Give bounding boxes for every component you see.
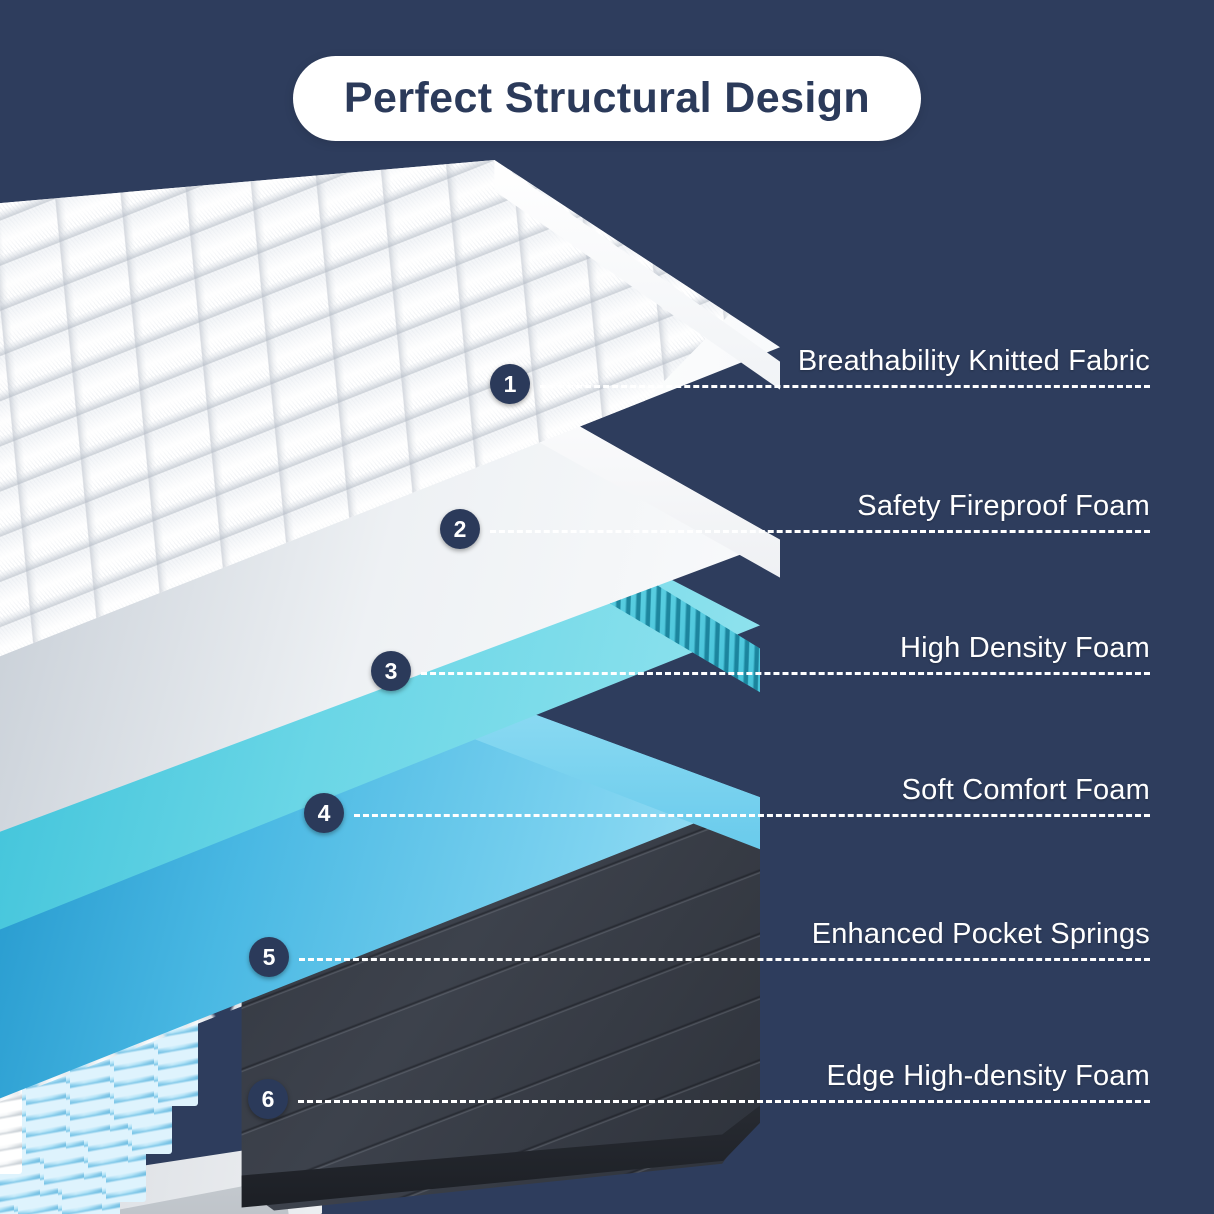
callout-4-label: Soft Comfort Foam [901,774,1150,806]
layer-badge-6-number: 6 [261,1085,275,1112]
title-pill: Perfect Structural Design [293,56,921,141]
callout-6: Edge High-density Foam [298,1045,1150,1103]
layer-badge-2-number: 2 [453,515,467,542]
callout-4: Soft Comfort Foam [354,759,1150,817]
callout-3: High Density Foam [421,617,1150,675]
layer-badge-1[interactable]: 1 [490,364,530,404]
callout-5-label: Enhanced Pocket Springs [811,918,1150,950]
callout-3-dashed-line [421,672,1150,675]
page-title: Perfect Structural Design [343,74,871,122]
callout-5-dashed-line [299,958,1150,961]
callout-1-label: Breathability Knitted Fabric [797,345,1150,377]
knitted-fabric-top [0,160,780,680]
callout-2-dashed-line [490,530,1150,533]
callout-5: Enhanced Pocket Springs [299,903,1150,961]
layer-badge-1-number: 1 [503,370,517,397]
callout-1: Breathability Knitted Fabric [540,330,1150,388]
callout-3-label: High Density Foam [900,632,1150,664]
layer-badge-4-number: 4 [317,799,331,826]
callout-6-dashed-line [298,1100,1150,1103]
layer-badge-5-number: 5 [262,943,276,970]
layer-badge-6[interactable]: 6 [248,1079,288,1119]
callout-2: Safety Fireproof Foam [490,475,1150,533]
callout-6-label: Edge High-density Foam [826,1060,1150,1092]
layer-badge-3-number: 3 [384,657,398,684]
layer-badge-4[interactable]: 4 [304,793,344,833]
mattress-exploded-illustration [0,160,780,1214]
callout-4-dashed-line [354,814,1150,817]
callout-2-label: Safety Fireproof Foam [857,490,1150,522]
callout-1-dashed-line [540,385,1150,388]
layer-badge-3[interactable]: 3 [371,651,411,691]
knitted-fabric-layer [0,160,780,720]
layer-badge-5[interactable]: 5 [249,937,289,977]
layer-badge-2[interactable]: 2 [440,509,480,549]
